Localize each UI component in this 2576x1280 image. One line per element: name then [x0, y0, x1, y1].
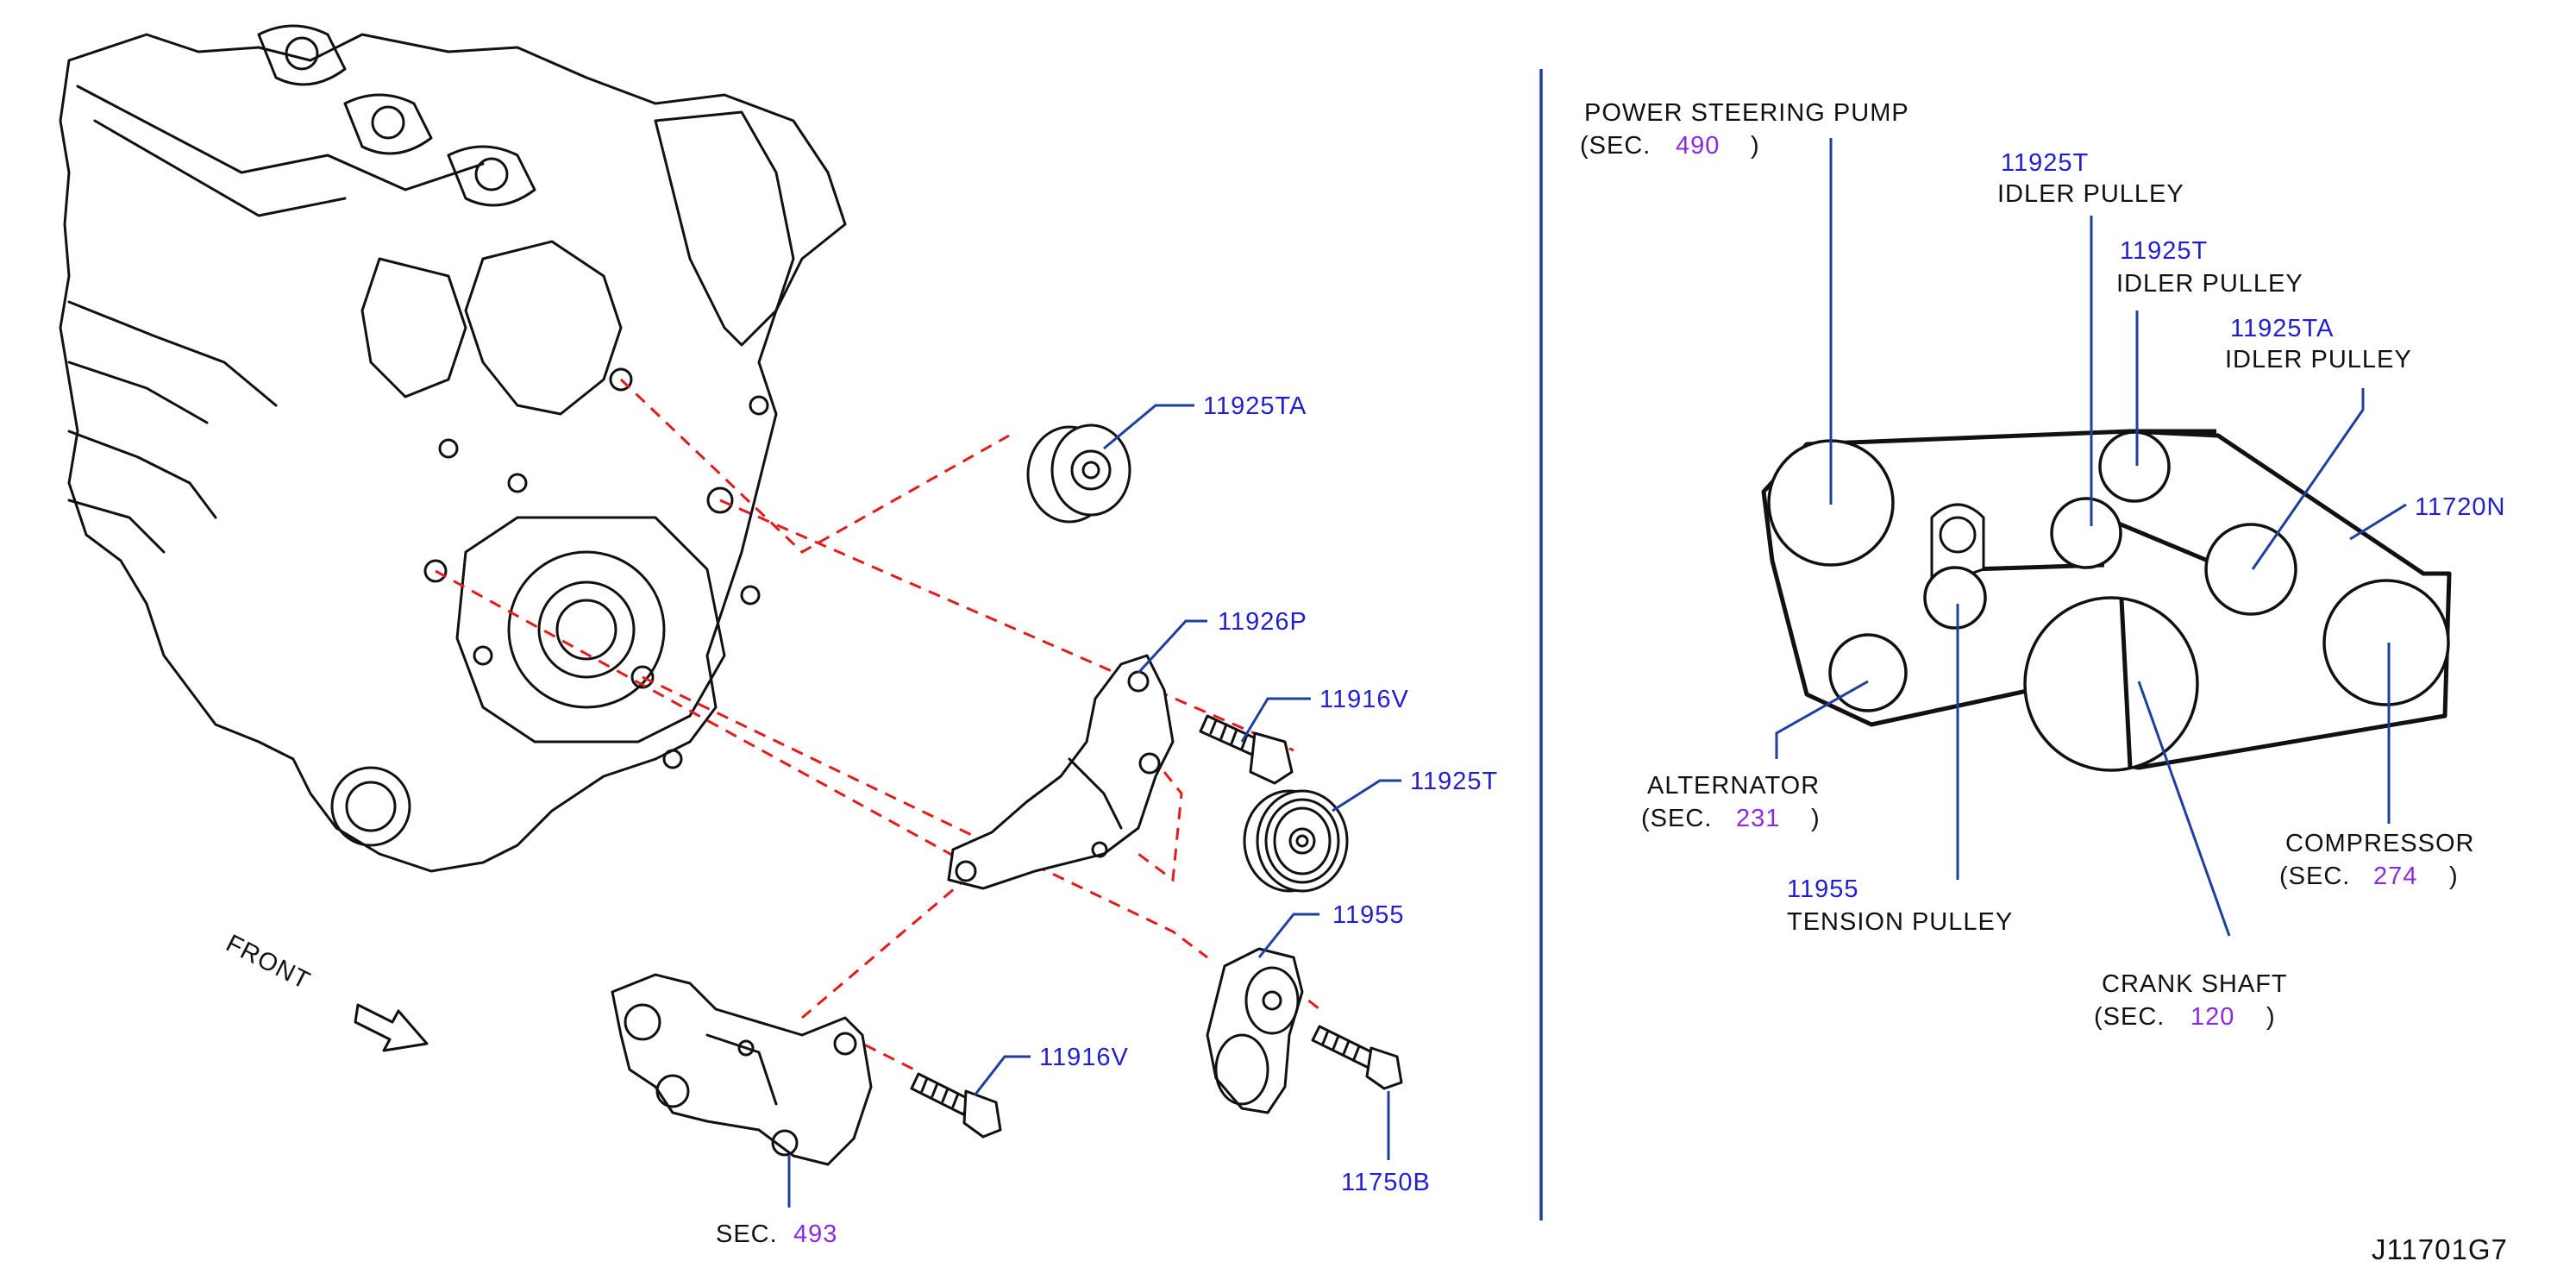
- sec-493-number: 493: [793, 1220, 837, 1248]
- idler1-name-label: IDLER PULLEY: [1997, 180, 2184, 208]
- compressor-pulley: [2322, 579, 2450, 706]
- crank-sec-num: 120: [2191, 1003, 2234, 1031]
- tension-pulley: [1923, 566, 1987, 630]
- idler2-name-label: IDLER PULLEY: [2116, 270, 2303, 298]
- right-belt-labels: POWER STEERING PUMP (SEC. 490 ) 11925T I…: [1580, 99, 2505, 1031]
- idler-pulley-11925T-part: [1243, 789, 1349, 893]
- part-label-11925T: 11925T: [1410, 768, 1498, 795]
- compressor-sec-num: 274: [2373, 863, 2417, 890]
- belt-part-label: 11720N: [2415, 493, 2505, 521]
- tension-part-label: 11955: [1787, 875, 1859, 903]
- diagram-id: J11701G7: [2372, 1233, 2508, 1265]
- compressor-label: COMPRESSOR: [2285, 830, 2474, 857]
- crank-label: CRANK SHAFT: [2102, 970, 2288, 998]
- front-label: FRONT: [222, 930, 315, 995]
- sec-493-prefix: SEC.: [716, 1220, 778, 1248]
- belt-routing-diagram: [1761, 429, 2452, 772]
- alternator-sec-prefix: (SEC.: [1641, 805, 1712, 832]
- front-direction-indicator: FRONT: [222, 930, 429, 1052]
- tension-pulley-11955-part: [1206, 947, 1304, 1114]
- front-arrow-icon: [354, 1003, 429, 1052]
- crank-sec-prefix: (SEC.: [2094, 1003, 2165, 1031]
- power-steering-sec-num: 490: [1676, 132, 1720, 160]
- right-leader-lines: [1775, 138, 2407, 937]
- part-label-11916V-lower: 11916V: [1039, 1044, 1129, 1071]
- alternator-label: ALTERNATOR: [1647, 772, 1820, 800]
- alternator-pulley: [1828, 633, 1908, 712]
- idler-pulley-1: [2050, 497, 2122, 569]
- part-label-11955: 11955: [1332, 901, 1405, 929]
- compressor-sec-prefix: (SEC.: [2279, 863, 2350, 890]
- bolt-11750B: [1311, 1025, 1403, 1090]
- part-label-11926P: 11926P: [1218, 608, 1307, 636]
- part-label-11925TA: 11925TA: [1203, 392, 1307, 420]
- power-steering-sec-prefix: (SEC.: [1580, 132, 1651, 160]
- crank-shaft-pulley: [2023, 596, 2199, 772]
- idler-pulley-3: [2204, 523, 2297, 616]
- idler-pulley-11925TA-part: [1026, 424, 1131, 524]
- bolt-11916V-lower: [910, 1072, 1002, 1139]
- compressor-sec-suffix: ): [2449, 863, 2459, 890]
- tensioner-bracket-11926P: [947, 654, 1175, 890]
- power-steering-label: POWER STEERING PUMP: [1584, 99, 1909, 127]
- bolt-11916V-upper: [1199, 714, 1294, 785]
- part-label-11916V-upper: 11916V: [1319, 686, 1409, 713]
- left-part-labels: 11925TA 11926P 11916V 11925T 11955 11916…: [716, 392, 1498, 1248]
- tension-name-label: TENSION PULLEY: [1787, 908, 2013, 936]
- left-leader-lines: [787, 404, 1401, 1208]
- crank-sec-suffix: ): [2266, 1003, 2276, 1031]
- mounting-bracket-sec493: [611, 973, 873, 1166]
- engine-block-drawing: [59, 24, 847, 873]
- idler1-part-label: 11925T: [2001, 149, 2089, 177]
- power-steering-sec-suffix: ): [1751, 132, 1760, 160]
- assembly-dashed-lines: [435, 378, 1320, 1071]
- idler-pulley-2: [2098, 430, 2171, 503]
- idler3-part-label: 11925TA: [2230, 315, 2334, 342]
- idler2-part-label: 11925T: [2120, 237, 2208, 265]
- idler3-name-label: IDLER PULLEY: [2225, 346, 2412, 373]
- alternator-sec-num: 231: [1736, 805, 1780, 832]
- part-label-11750B: 11750B: [1341, 1169, 1431, 1196]
- alternator-sec-suffix: ): [1811, 805, 1821, 832]
